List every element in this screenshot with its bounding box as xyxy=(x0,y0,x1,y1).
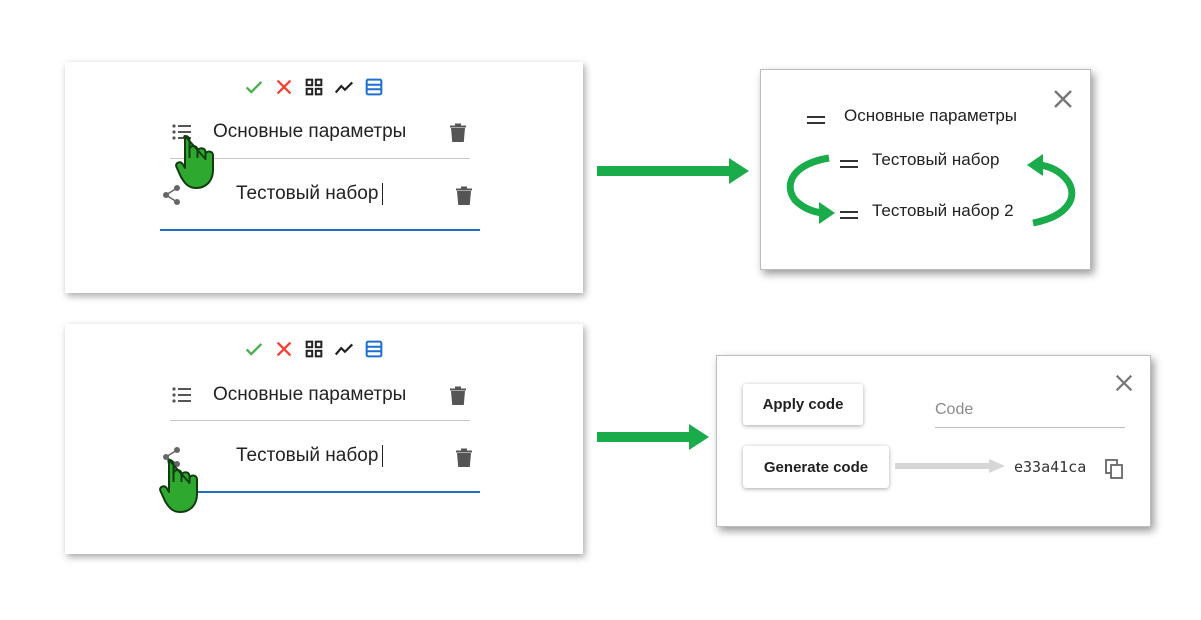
trending-icon[interactable] xyxy=(333,76,355,98)
check-icon[interactable] xyxy=(243,76,265,98)
list-icon[interactable] xyxy=(171,385,193,410)
hand-pointer-icon xyxy=(175,132,221,197)
row-label-text: Тестовый набор xyxy=(236,445,379,467)
row-label-main-params: Основные параметры xyxy=(213,121,407,142)
check-icon[interactable] xyxy=(243,338,265,360)
apply-code-button[interactable]: Apply code xyxy=(743,384,863,425)
light-arrow-icon xyxy=(895,459,1005,478)
grid-icon[interactable] xyxy=(303,338,325,360)
hand-pointer-icon xyxy=(159,456,205,521)
row-label-main-params: Основные параметры xyxy=(213,384,407,405)
list-view-icon[interactable] xyxy=(363,338,385,360)
toolbar xyxy=(243,338,385,360)
row-divider xyxy=(170,420,470,421)
drag-handle-icon[interactable] xyxy=(840,207,858,225)
swap-arrows-icon xyxy=(786,154,1076,227)
drag-handle-icon[interactable] xyxy=(840,156,858,174)
copy-icon[interactable] xyxy=(1104,458,1124,485)
share-icon[interactable] xyxy=(161,184,183,211)
reorder-item-test-set: Тестовый набор xyxy=(872,150,1000,169)
generated-code-value: e33a41ca xyxy=(1014,458,1087,476)
reorder-item-test-set-2: Тестовый набор 2 xyxy=(872,201,1014,220)
toolbar xyxy=(243,76,385,98)
close-icon[interactable] xyxy=(1051,87,1075,116)
close-icon[interactable] xyxy=(273,338,295,360)
drag-handle-icon[interactable] xyxy=(807,112,825,130)
grid-icon[interactable] xyxy=(303,76,325,98)
row-divider xyxy=(170,158,470,159)
row-label-text: Тестовый набор xyxy=(236,183,379,205)
close-icon[interactable] xyxy=(1113,372,1135,399)
arrow-right-icon xyxy=(597,424,709,455)
list-view-icon[interactable] xyxy=(363,76,385,98)
trash-icon[interactable] xyxy=(455,185,473,212)
reorder-item-main-params: Основные параметры xyxy=(844,106,1017,125)
editor-panel-top: Основные параметры Тестовый набор xyxy=(65,62,583,293)
trash-icon[interactable] xyxy=(449,385,467,412)
text-cursor xyxy=(382,445,384,467)
code-input[interactable] xyxy=(935,393,1125,428)
active-input-underline xyxy=(160,491,480,493)
editor-panel-bottom: Основные параметры Тестовый набор xyxy=(65,324,583,554)
generate-code-button[interactable]: Generate code xyxy=(743,446,889,488)
trash-icon[interactable] xyxy=(449,122,467,149)
text-cursor xyxy=(382,183,384,205)
close-icon[interactable] xyxy=(273,76,295,98)
active-input-underline xyxy=(160,229,480,231)
share-code-dialog: Apply code Generate code e33a41ca xyxy=(716,355,1151,527)
arrow-right-icon xyxy=(597,158,749,189)
reorder-dialog: Основные параметры Тестовый набор Тестов… xyxy=(760,69,1091,270)
trending-icon[interactable] xyxy=(333,338,355,360)
row-label-test-set[interactable]: Тестовый набор xyxy=(236,183,384,205)
trash-icon[interactable] xyxy=(455,447,473,474)
row-label-test-set[interactable]: Тестовый набор xyxy=(236,445,384,467)
